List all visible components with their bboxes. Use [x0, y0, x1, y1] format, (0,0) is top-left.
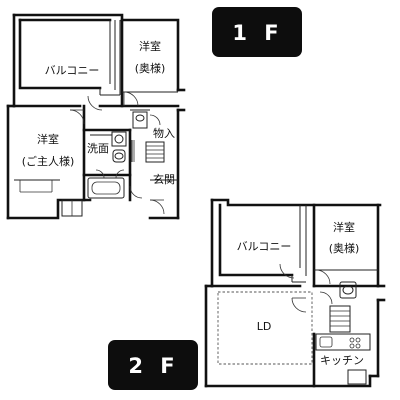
floor-1-plan: バルコニー 洋室 (奥様) 洋室 (ご主人様) 洗面 物入 玄関	[6, 13, 186, 220]
floor-2-badge-text: 2 F	[128, 354, 179, 378]
floor-2-plan: バルコニー 洋室 (奥様) LD キッチン	[204, 198, 386, 388]
floor-1-wife-room-note: (奥様)	[135, 61, 166, 75]
floor-1-entrance-label: 玄関	[153, 172, 175, 186]
floor-1-wife-room-label: 洋室	[139, 39, 161, 53]
floor-1-master-room-label: 洋室	[37, 132, 59, 146]
floor-2-ld-label: LD	[257, 320, 272, 333]
floor-2-badge: 2 F	[108, 340, 198, 390]
floor-1-badge-text: 1 F	[232, 21, 283, 45]
floor-1-balcony-label: バルコニー	[45, 64, 100, 77]
floor-2-balcony-label: バルコニー	[237, 240, 292, 253]
floor-2-kitchen-label: キッチン	[320, 354, 364, 367]
floor-2-wife-room-note: (奥様)	[329, 241, 360, 255]
floor-2-wife-room-label: 洋室	[333, 220, 355, 234]
floor-1-badge: 1 F	[212, 7, 302, 57]
floor-1-master-room-note: (ご主人様)	[22, 154, 75, 168]
floor-1-washroom-label: 洗面	[87, 142, 109, 155]
floor-1-storage-label: 物入	[153, 126, 175, 140]
